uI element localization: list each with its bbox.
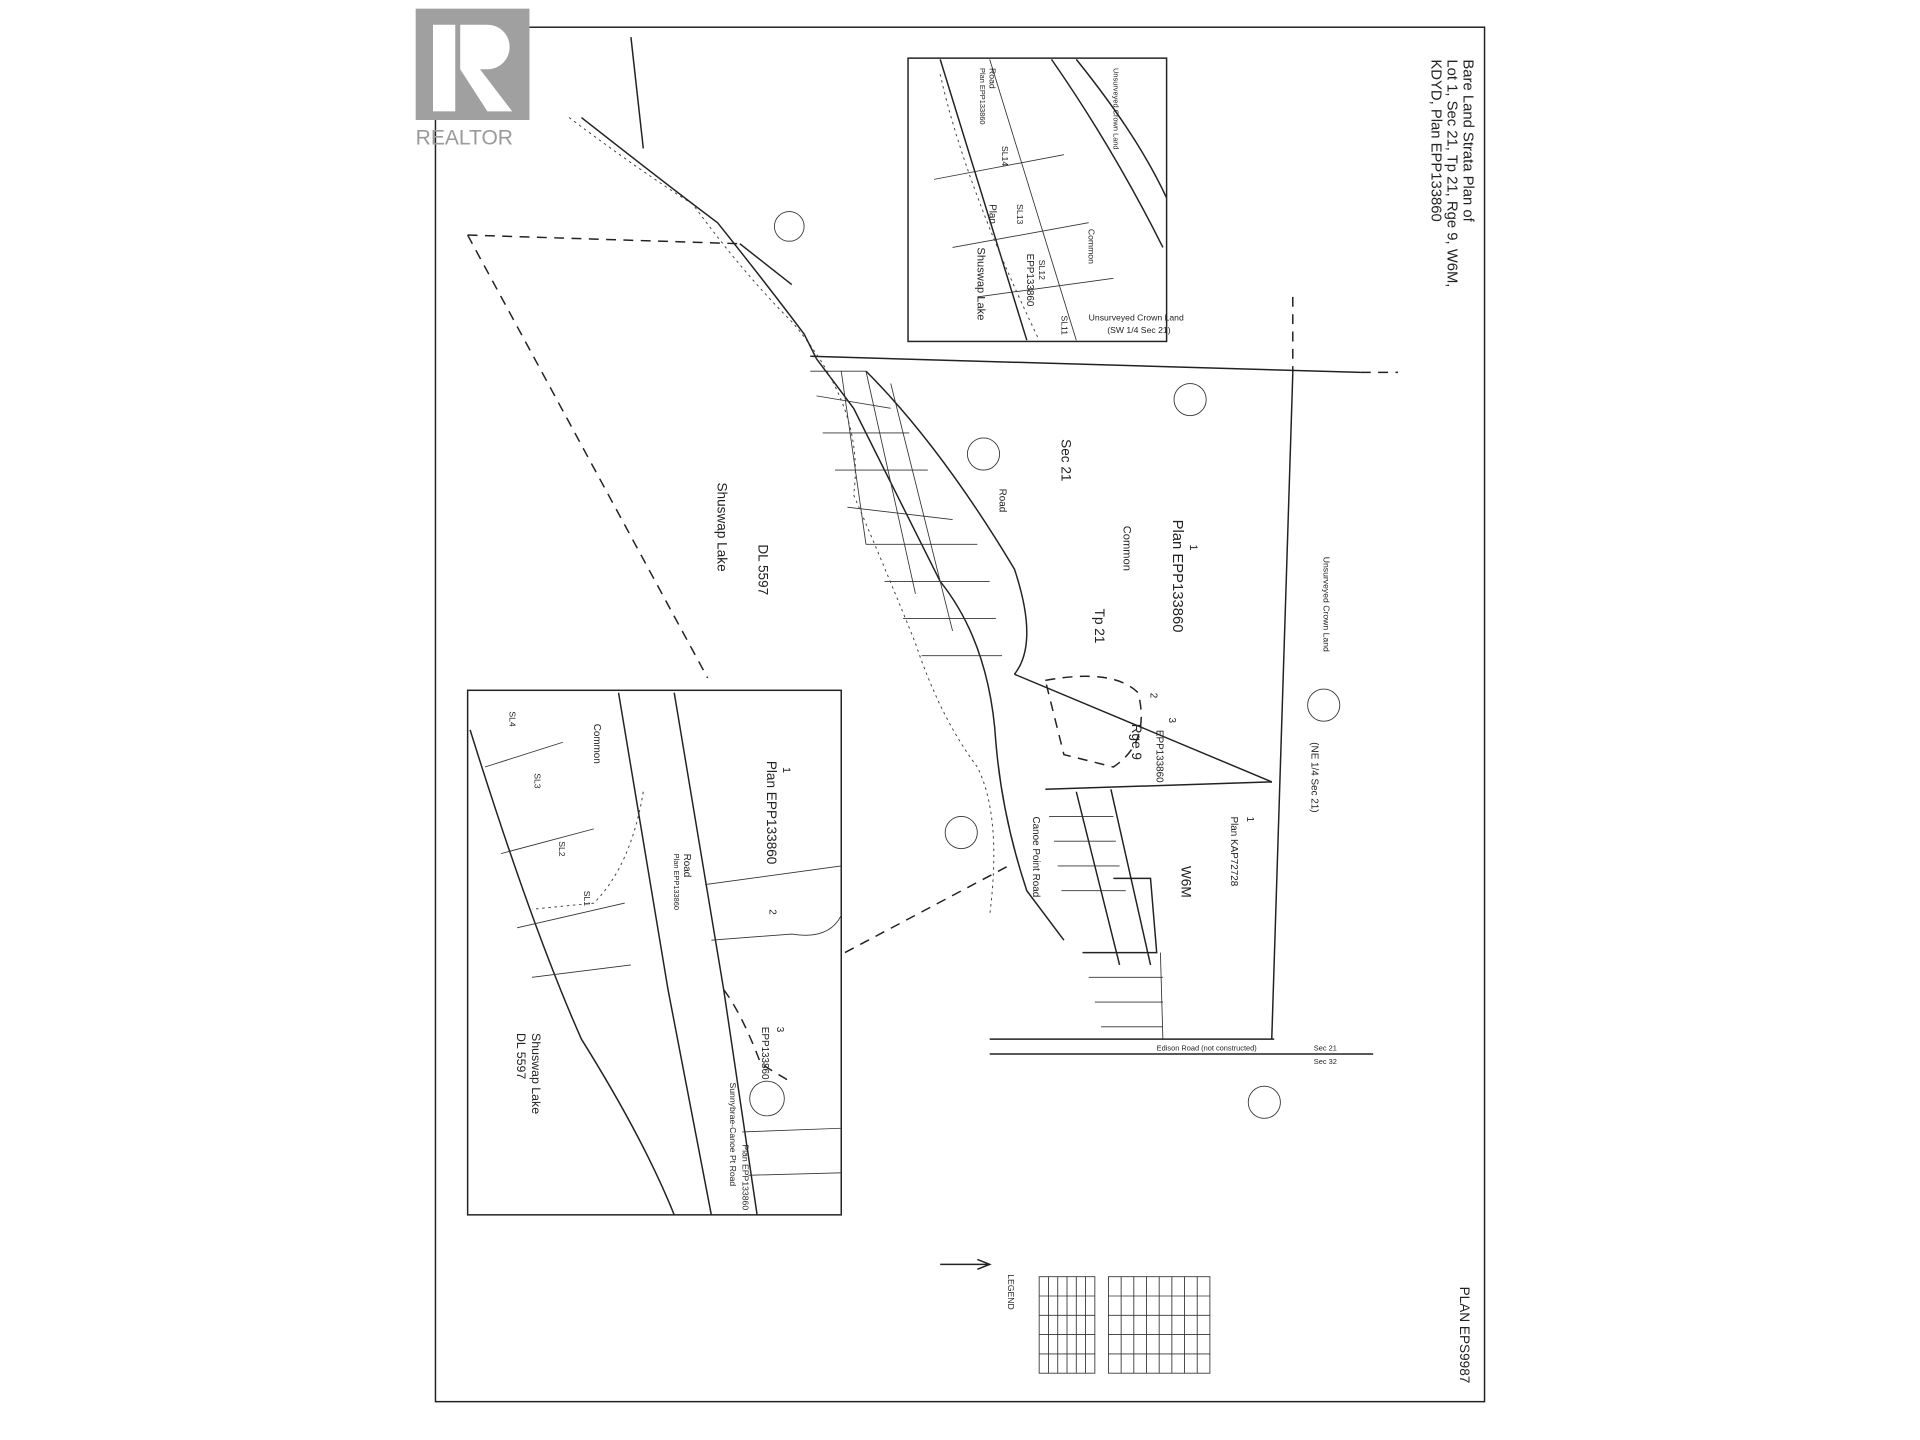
boundary-dashed: [466, 234, 709, 679]
inset-bottom-lot: 1: [780, 767, 792, 773]
inset-top-common: Common: [1087, 229, 1097, 264]
inset-bottom-lot-label: SL1: [582, 891, 592, 907]
label-plan-kap: Plan KAP72728: [1228, 816, 1239, 886]
inset-top-lot: SL14: [1000, 146, 1010, 166]
label-lot-2: 2: [1148, 693, 1159, 699]
monument-symbols: [749, 211, 1341, 1119]
main-parcel: [810, 296, 1398, 1055]
inset-top-lot: SL12: [1037, 260, 1047, 280]
inset-bottom-lot-label: SL2: [557, 841, 567, 857]
boundary-dashed: [739, 243, 793, 286]
inset-bottom: DL 5597 Shuswap Lake Plan EPP133860 1 SL…: [466, 689, 842, 1216]
inset-bottom-dl: DL 5597: [514, 1033, 528, 1079]
label-common: Common: [1120, 526, 1132, 571]
label-ne-quarter: (NE 1/4 Sec 21): [1308, 742, 1319, 812]
title-line-2: Lot 1, Sec 21, Tp 21, Rge 9, W6M,: [1443, 59, 1459, 287]
plan-title: Bare Land Strata Plan of Lot 1, Sec 21, …: [1427, 59, 1475, 287]
inset-top-plan: Plan: [987, 204, 998, 224]
label-crown-sw-sub: (SW 1/4 Sec 21): [1107, 325, 1171, 335]
label-plan-main: Plan EPP133860: [1169, 520, 1185, 633]
label-plan-kap-lot: 1: [1244, 816, 1255, 822]
title-line-1: Bare Land Strata Plan of: [1460, 59, 1476, 222]
label-edison-road: Edison Road (not constructed): [1157, 1043, 1257, 1052]
label-sec-21: Sec 21: [1314, 1043, 1337, 1052]
section-line: [630, 37, 645, 149]
label-plan-3: EPP133860: [1154, 730, 1165, 783]
main-labels: Sec 21 Tp 21 Rge 9 W6M DL 5597 Shuswap L…: [715, 312, 1337, 1066]
shoreline-edge: [580, 116, 818, 360]
inset-bottom-plan-3: EPP133860: [759, 1027, 770, 1080]
inset-bottom-plan-bottom: Plan EPP133860: [740, 1144, 750, 1210]
boundary-dashed: [467, 234, 740, 245]
legend-title: LEGEND: [1006, 1274, 1016, 1310]
inset-bottom-lot-2: 2: [766, 909, 777, 915]
inset-bottom-road-plan: Plan EPP133860: [672, 854, 681, 910]
inset-bottom-lot-label: SL3: [532, 773, 542, 789]
inset-top-lot: SL11: [1059, 315, 1069, 335]
inset-top-road-plan: Plan EPP133860: [978, 68, 987, 124]
realtor-logo-text: REALTOR: [416, 127, 513, 150]
inset-top: Road Plan EPP133860 Unsurveyed Crown Lan…: [907, 57, 1168, 343]
label-sec: Sec 21: [1058, 439, 1073, 481]
inset-top-lot: SL13: [1015, 204, 1025, 224]
inset-top-road: Road: [988, 68, 998, 89]
label-district-lot: DL 5597: [755, 544, 770, 595]
label-crown-sw: Unsurveyed Crown Land: [1089, 312, 1184, 322]
inset-bottom-canoe-road: Sunnybrae-Canoe Pt Road: [728, 1082, 738, 1186]
label-canoe-road: Canoe Point Road: [1030, 816, 1041, 897]
shoreline: [568, 117, 995, 916]
label-lot-3: 3: [1166, 718, 1177, 724]
plan-number: PLAN EPS9987: [1457, 1287, 1472, 1384]
inset-bottom-lot-3: 3: [774, 1027, 785, 1033]
inset-top-crown: Unsurveyed Crown Land: [1111, 68, 1120, 150]
label-meridian: W6M: [1178, 866, 1193, 898]
inset-top-plan-no: EPP133860: [1024, 254, 1035, 307]
inset-bottom-road: Road: [681, 854, 692, 878]
label-sec-32: Sec 32: [1314, 1057, 1337, 1066]
realtor-logo: REALTOR: [416, 8, 530, 150]
label-lot-1: 1: [1187, 544, 1199, 550]
inset-bottom-common: Common: [591, 724, 602, 764]
inset-bottom-lake: Shuswap Lake: [529, 1033, 543, 1114]
label-crown-east: Unsurveyed Crown Land: [1322, 557, 1332, 652]
label-road: Road: [997, 489, 1008, 513]
label-lake: Shuswap Lake: [715, 482, 730, 571]
inset-top-lake: Shuswap Lake: [974, 247, 986, 320]
label-tp: Tp 21: [1092, 609, 1107, 644]
boundary-dashed: [844, 865, 1009, 954]
inset-bottom-plan: Plan EPP133860: [764, 761, 779, 865]
title-line-3: KDYD, Plan EPP133860: [1427, 59, 1443, 221]
inset-bottom-lot-label: SL4: [508, 711, 518, 727]
sheet-border: [434, 26, 1486, 1403]
label-rge: Rge 9: [1129, 724, 1144, 760]
legend-area: LEGEND: [940, 1258, 1211, 1374]
